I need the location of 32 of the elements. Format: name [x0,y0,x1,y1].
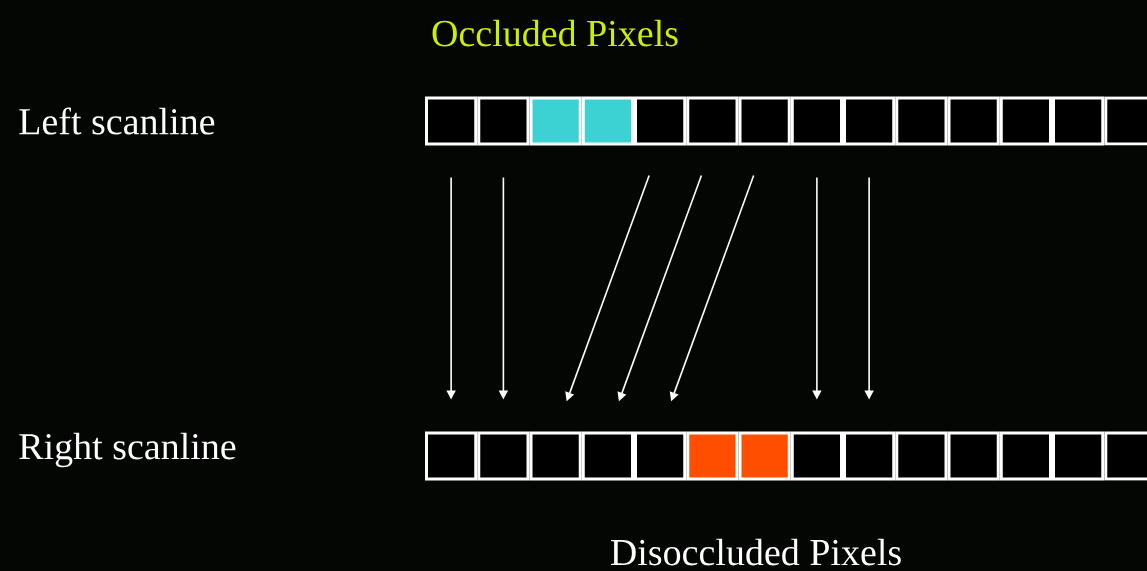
row-label: Right scanline [19,432,236,468]
pixel-cell [686,431,739,481]
pixel-cell [477,431,530,481]
pixel-cell [686,96,739,146]
heading: Occluded Pixels [432,19,678,47]
pixel-cell [634,431,687,481]
pixel-cell [738,96,791,146]
heading: Disoccluded Pixels [610,538,901,566]
pixel-cell [947,96,1000,146]
pixel-cell [581,96,634,146]
pixel-cell [895,431,948,481]
pixel-cell [425,96,478,146]
pixel-cell [529,431,582,481]
pixel-cell [1052,96,1105,146]
pixel-cell [790,431,843,481]
pixel-cell [843,431,896,481]
pixel-cell [1104,96,1147,146]
row-label: Left scanline [19,107,215,135]
pixel-cell [790,96,843,146]
pixel-cell [1052,431,1105,481]
pixel-cell [999,96,1052,146]
pixel-cell [477,96,530,146]
pixel-cell [529,96,582,146]
pixel-cell [999,431,1052,481]
pixel-cell [1104,431,1147,481]
pixel-cell [843,96,896,146]
pixel-cell [581,431,634,481]
pixel-cell [425,431,478,481]
pixel-cell [738,431,791,481]
pixel-cell [947,431,1000,481]
pixel-cell [895,96,948,146]
pixel-cell [634,96,687,146]
